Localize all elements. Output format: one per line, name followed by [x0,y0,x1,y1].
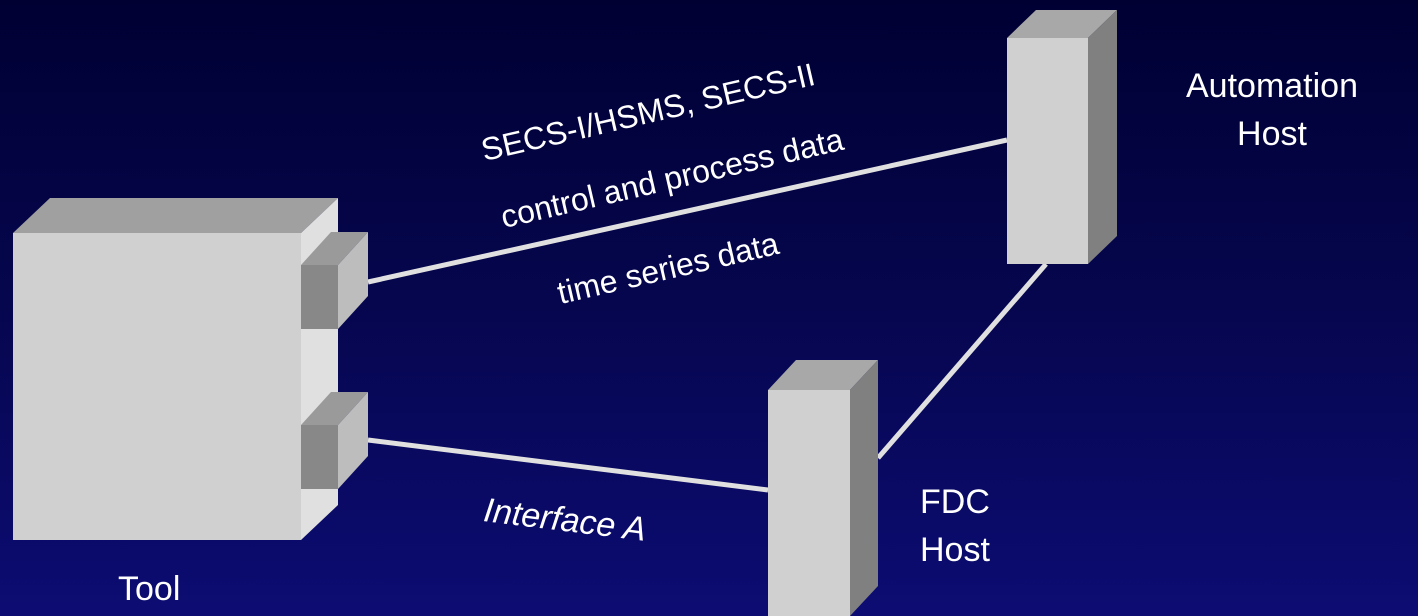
tool-label: Tool [118,570,181,608]
fdc-host-box-side [850,360,878,616]
tool-port-upper [301,232,368,329]
tool-box-top [13,198,338,233]
automation-host-label-line1: Automation [1186,67,1358,105]
link-tool-to-automation [367,137,1008,285]
fdc-host-label-line2: Host [920,531,990,569]
fdc-host-label: FDC Host [920,478,990,574]
link-fdc-to-automation [876,262,1048,460]
automation-host-label: Automation Host [1162,62,1382,158]
automation-host-box-side [1088,10,1117,264]
tool-port-lower [301,392,368,489]
automation-host-box-front [1007,38,1088,264]
fdc-host-label-line1: FDC [920,483,990,521]
automation-host-label-line2: Host [1237,115,1307,153]
automation-host-box [1007,10,1117,264]
fdc-host-box-front [768,390,850,616]
automation-host-box-top [1007,10,1117,38]
link-tool-to-fdc [367,437,769,493]
fdc-host-box [768,360,878,616]
tool-box [13,198,338,540]
tool-box-front [13,233,301,540]
fdc-host-box-top [768,360,878,390]
